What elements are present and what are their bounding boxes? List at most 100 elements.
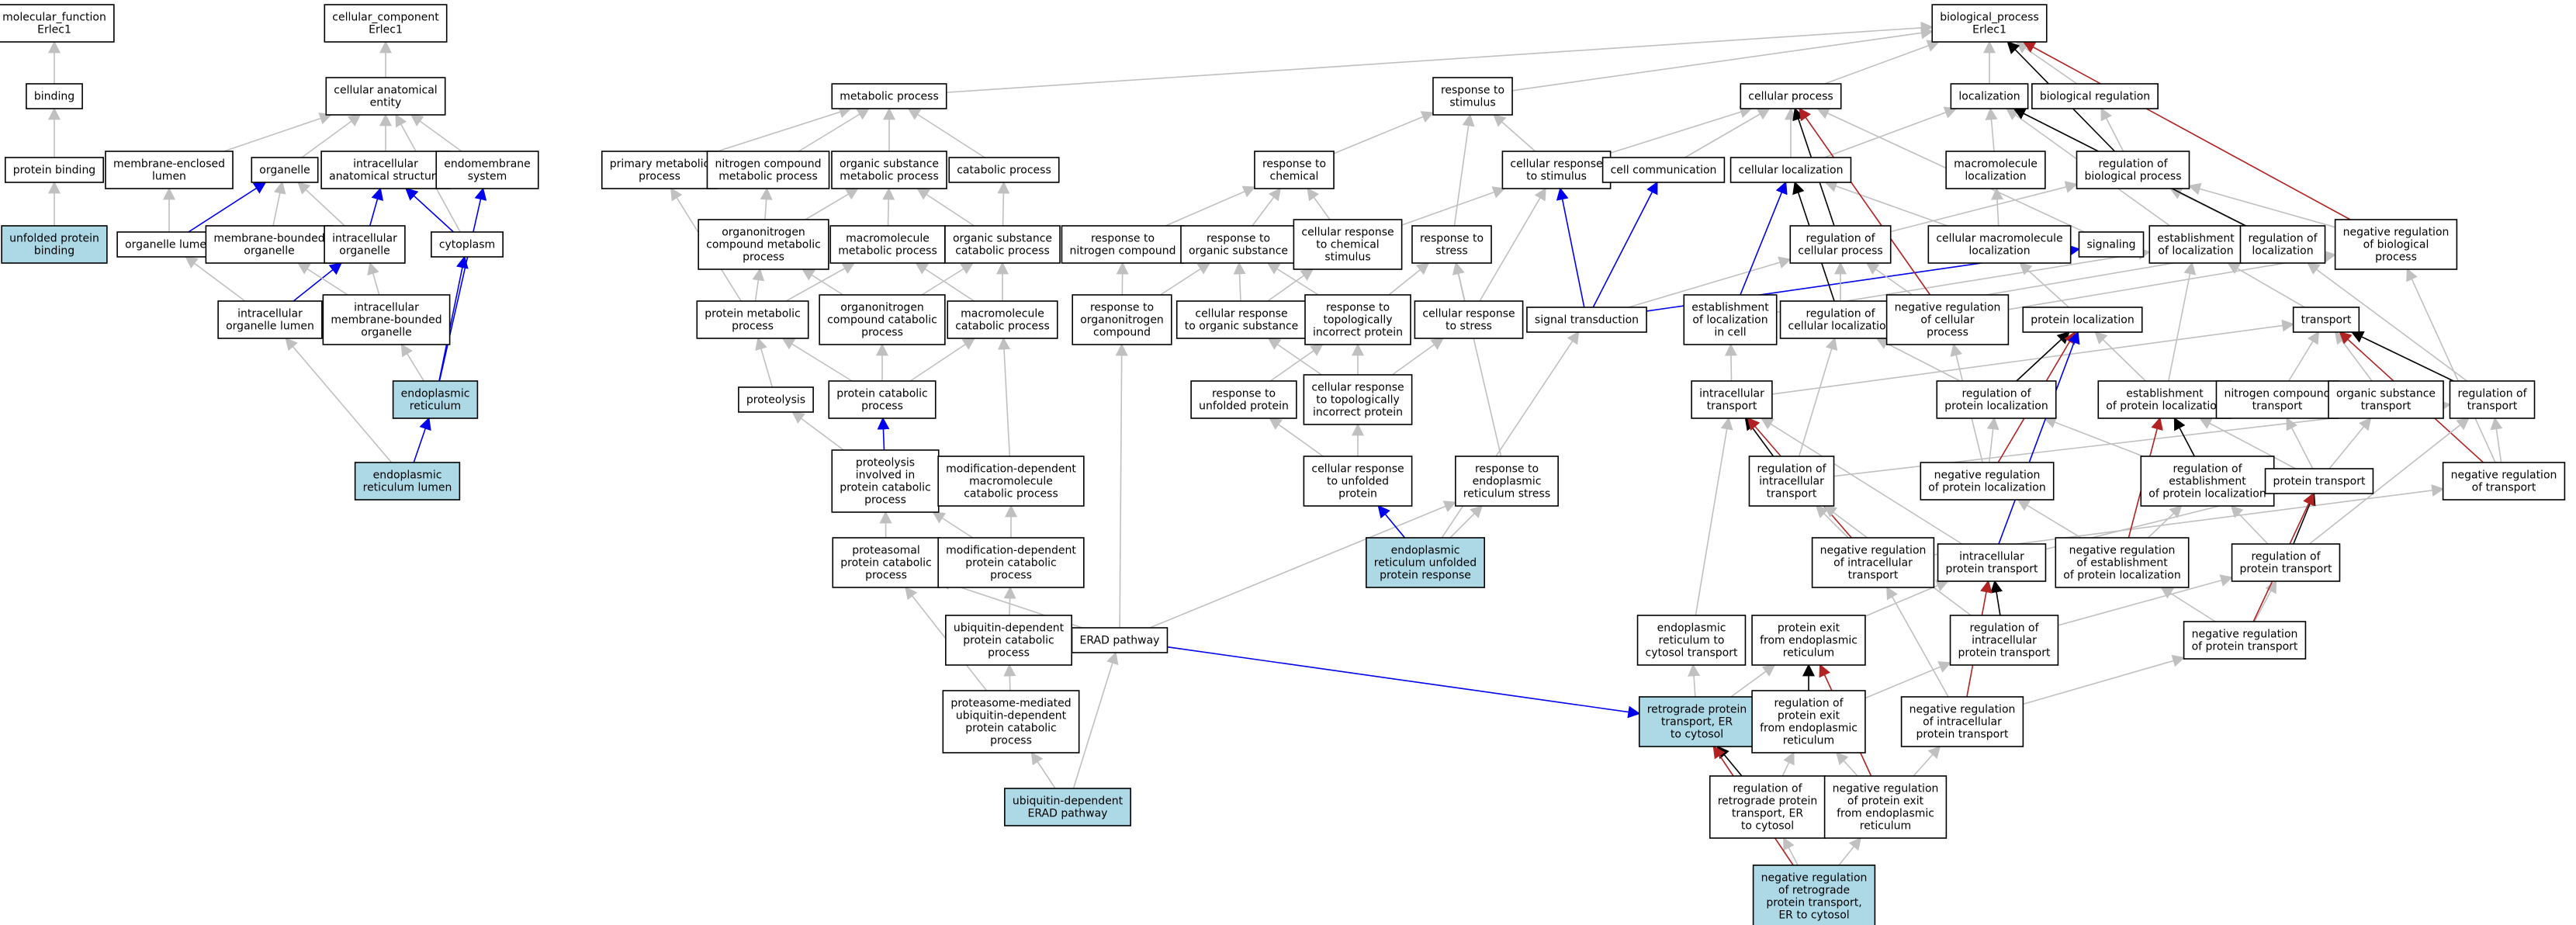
term-node-signaling[interactable]: signaling bbox=[2078, 231, 2145, 258]
term-node-protloc[interactable]: protein localization bbox=[2022, 307, 2143, 333]
term-node-transport[interactable]: transport bbox=[2292, 307, 2360, 333]
term-node-cellloc[interactable]: cellular localization bbox=[1729, 157, 1852, 183]
term-node-proteasomemed[interactable]: proteasome-mediatedubiquitin-dependentpr… bbox=[942, 690, 1080, 754]
term-node-protbind[interactable]: protein binding bbox=[4, 157, 105, 183]
term-node-metab[interactable]: metabolic process bbox=[831, 83, 947, 109]
term-node-sigtrans[interactable]: signal transduction bbox=[1526, 307, 1647, 333]
term-node-cytoplasm[interactable]: cytoplasm bbox=[431, 231, 504, 258]
term-node-organelle[interactable]: organelle bbox=[251, 157, 319, 183]
term-node-cellcomm[interactable]: cell communication bbox=[1601, 157, 1726, 183]
term-node-cellproc[interactable]: cellular process bbox=[1740, 83, 1842, 109]
term-node-erad[interactable]: ERAD pathway bbox=[1071, 627, 1169, 653]
term-node-catab[interactable]: catabolic process bbox=[948, 157, 1060, 183]
term-node-binding[interactable]: binding bbox=[26, 83, 83, 109]
term-node-localization[interactable]: localization bbox=[1950, 83, 2029, 109]
term-node-bioreg[interactable]: biological regulation bbox=[2031, 83, 2159, 109]
term-node-proteolysis[interactable]: proteolysis bbox=[738, 386, 814, 413]
term-node-orglumen[interactable]: organelle lumen bbox=[116, 231, 222, 258]
term-node-moddepmacro[interactable]: modification-dependentmacromoleculecatab… bbox=[937, 456, 1085, 507]
term-node-prottrans[interactable]: protein transport bbox=[2264, 468, 2374, 494]
